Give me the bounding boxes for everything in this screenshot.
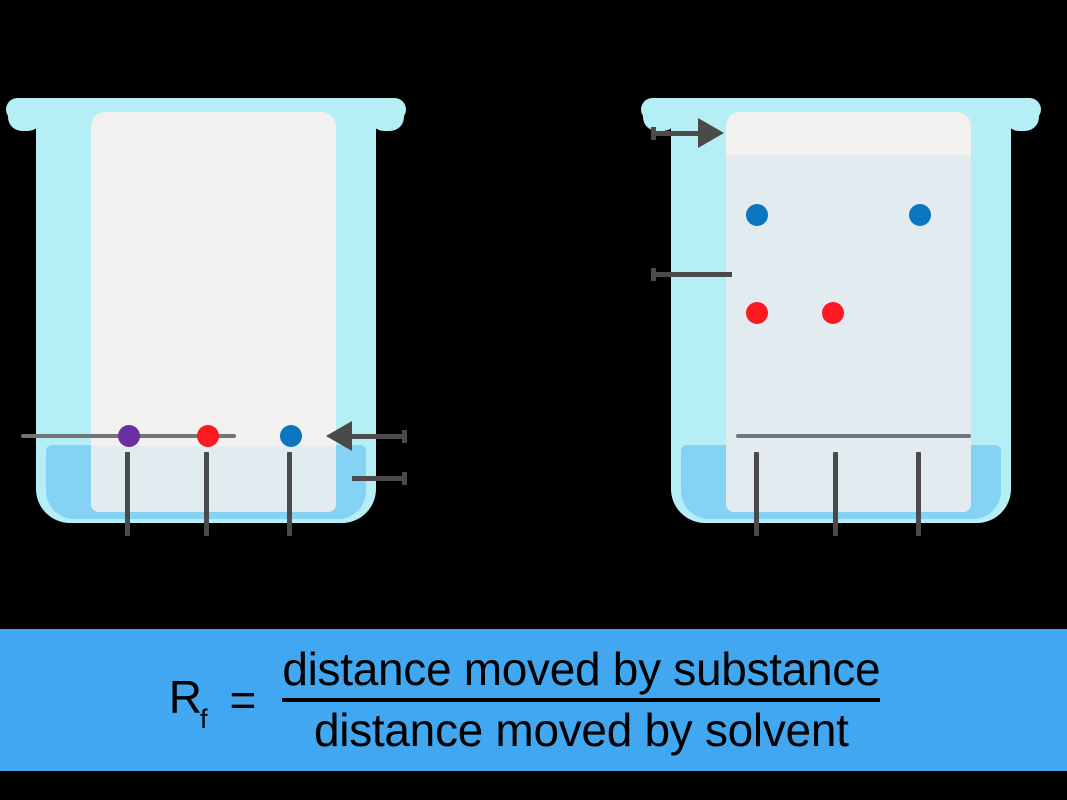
baseline-arrowhead-icon [326,421,352,451]
spot-blue-left [746,204,768,226]
spot-red-left [746,302,768,324]
equals-sign: = [229,674,257,726]
solvent-leader-cap [402,472,407,485]
rf-formula-banner: Rf = distance moved by substance distanc… [0,629,1067,771]
solvent-front-arrowhead-icon [698,118,724,148]
fraction-bar [282,697,881,702]
rf-letter: R [168,670,202,723]
pencil-baseline [736,434,971,438]
paper-leader-cap [651,268,656,281]
beaker-rim-lip-left [8,109,42,131]
support-stick [204,452,209,536]
spot-purple [118,425,140,447]
fraction-denominator: distance moved by solvent [314,703,849,756]
solvent-leader-line [352,476,407,481]
paper-leader-line [656,272,732,277]
fraction-numerator: distance moved by substance [282,642,881,695]
beaker-rim-lip-right [370,109,404,131]
support-stick [916,452,921,536]
rf-subscript: f [199,704,208,735]
rf-fraction: distance moved by substance distance mov… [282,642,881,756]
spot-blue-right [909,204,931,226]
spot-red-right [822,302,844,324]
baseline-leader-cap [402,430,407,443]
beaker-rim-lip-left [643,109,677,131]
solvent-front-leader-cap [651,127,656,140]
beaker-after [641,95,1041,536]
support-stick [754,452,759,536]
beaker-rim-lip-right [1005,109,1039,131]
rf-symbol: Rf [168,670,210,734]
spot-blue [280,425,302,447]
beaker-before [6,95,406,536]
support-stick [287,452,292,536]
solvent-front-leader-line [656,131,710,136]
baseline-leader-line [352,434,407,439]
support-stick [125,452,130,536]
spot-red [197,425,219,447]
support-stick [833,452,838,536]
paper-wet-region [91,446,336,512]
